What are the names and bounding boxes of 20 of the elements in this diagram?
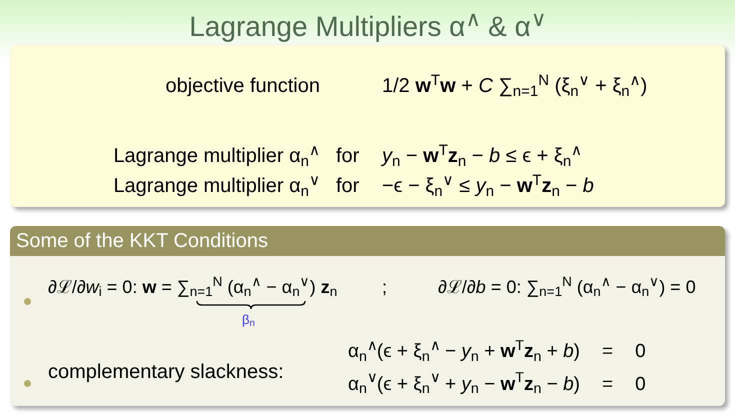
formula: −ϵ − ξ$_{n}$$^{∨}$ ≤ y$_{n}$ − w$^{T}$z$_{n}$ − b	[382, 175, 594, 197]
row-label: objective function	[165, 75, 320, 97]
row-label: complementary slackness:	[48, 361, 284, 383]
row-label: for	[336, 145, 360, 167]
formula: 1/2 w$^{T}$w + C ∑$_{n=1}$$^{N}$ (ξ$_{n}$$^{∨}$ + ξ$_{n}$$^{∧}$)	[382, 75, 648, 97]
formula: ∂ℒ/∂b = 0: ∑$_{n=1}$$^{N}$ (α$_{n}$$^{∧}$ − α$_{n}$$^{∨}$) = 0	[438, 277, 696, 297]
row-label: for	[336, 175, 360, 197]
slide-title: Lagrange Multipliers α$^{∧}$ & α$^{∨}$	[189, 11, 546, 42]
content-block	[10, 226, 725, 406]
separator: ;	[382, 277, 388, 297]
block-heading: Some of the KKT Conditions	[16, 229, 268, 254]
brace-label: β$_{n}$	[242, 312, 255, 327]
formula: 0	[635, 340, 646, 364]
content-block	[10, 45, 725, 207]
formula: ∂ℒ/∂w$_{i}$ = 0: w = ∑$_{n=1}$$^{N}$ (α$_{n}$$^{∧}$ − α$_{n}$$^{∨}$) z$_{n}$	[48, 277, 338, 297]
formula: α$_{n}$$^{∨}$(ϵ + ξ$_{n}$$^{∨}$ + y$_{n}$ − w$^{T}$z$_{n}$ − b)	[348, 370, 580, 399]
formula: 0	[635, 372, 646, 396]
formula: α$_{n}$$^{∧}$(ϵ + ξ$_{n}$$^{∧}$ − y$_{n}$ + w$^{T}$z$_{n}$ + b)	[348, 338, 580, 366]
formula: =	[602, 340, 614, 364]
formula: =	[602, 372, 614, 396]
